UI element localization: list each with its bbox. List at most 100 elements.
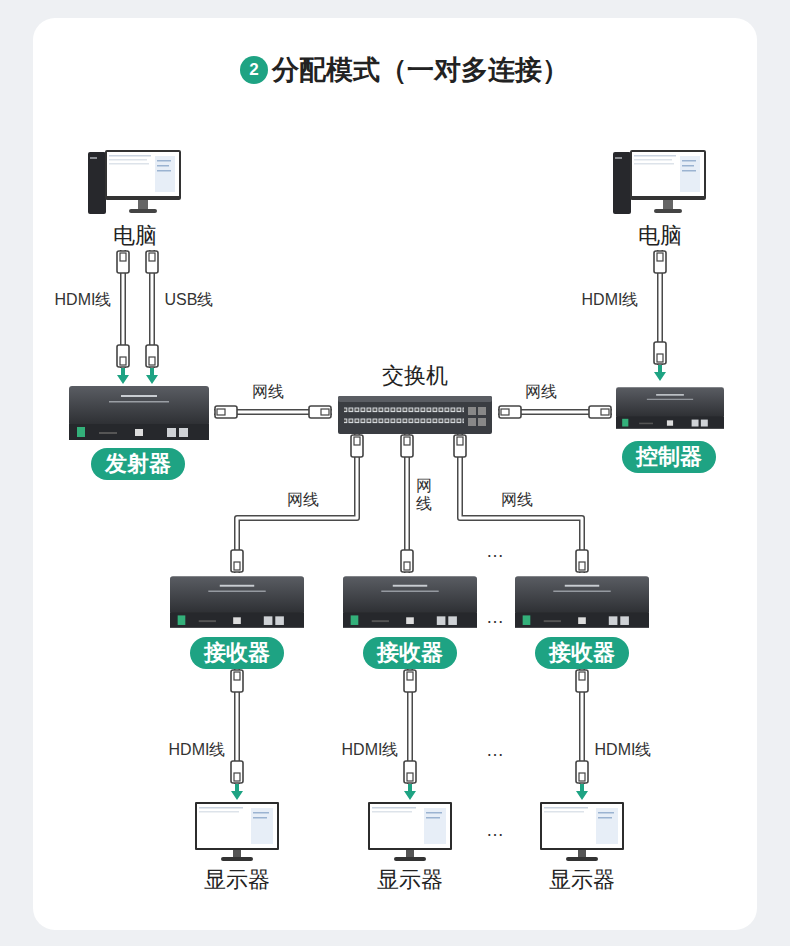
cable-label: 网线 [523, 382, 559, 402]
caption-wrap: 显示器 [184, 866, 290, 894]
arrow-head [231, 784, 243, 800]
cable-label: HDMI线 [53, 290, 114, 310]
controller-picture [616, 387, 724, 429]
cable-connector [404, 669, 416, 800]
cable-label: HDMI线 [167, 740, 228, 760]
plug-detail [120, 253, 126, 261]
plug-detail [321, 409, 329, 415]
device-caption: 电脑 [607, 222, 713, 250]
monitor-picture [368, 802, 452, 861]
cable-outline [460, 434, 582, 573]
plug-detail [407, 773, 413, 781]
cable-connector [146, 250, 158, 384]
caption-wrap: 接收器 [512, 631, 652, 669]
ellipsis-mark: … [485, 819, 505, 841]
monitor-picture [540, 802, 624, 861]
cable-plug [404, 670, 416, 692]
plug-detail [234, 672, 240, 680]
plug-detail [501, 409, 509, 415]
cable-connector [654, 250, 666, 381]
device-node: 显示器 [357, 800, 463, 894]
cable-label: USB线 [163, 290, 216, 310]
cable-connector [454, 434, 588, 573]
picture-slot [332, 390, 498, 434]
plug-detail [404, 437, 410, 445]
device-node: 电脑 [607, 148, 713, 250]
step-number: 2 [240, 56, 268, 84]
cable-outline [237, 434, 357, 573]
plug-detail [457, 437, 463, 445]
arrow-head [654, 365, 666, 381]
caption-wrap: 显示器 [357, 866, 463, 894]
caption-wrap: 电脑 [82, 222, 188, 250]
plug-detail [579, 562, 585, 570]
cable-plug [231, 550, 243, 572]
receiver-picture [170, 576, 304, 628]
cable-plug [654, 342, 666, 364]
plug-detail [601, 409, 609, 415]
plug-detail [149, 357, 155, 365]
device-caption: 显示器 [184, 866, 290, 894]
cable-connector [231, 434, 363, 573]
monitor-picture [195, 802, 279, 861]
plug-detail [234, 562, 240, 570]
caption-wrap: 电脑 [607, 222, 713, 250]
card [33, 18, 757, 930]
device-tag: 发射器 [91, 448, 185, 480]
cable-plug [146, 345, 158, 367]
plug-detail [407, 672, 413, 680]
cable-label: HDMI线 [340, 740, 401, 760]
device-caption: 显示器 [529, 866, 635, 894]
receiver-picture [515, 576, 649, 628]
picture-slot [62, 384, 214, 442]
switch-picture [338, 396, 492, 434]
cable-connector [498, 406, 612, 418]
cable-plug [309, 406, 331, 418]
device-node: 交换机 [332, 362, 498, 434]
plug-detail [120, 357, 126, 365]
cable-plug [654, 251, 666, 273]
cable-plug [589, 406, 611, 418]
cable-connector [576, 669, 588, 800]
device-tag: 接收器 [363, 637, 457, 669]
cable-plug [351, 435, 363, 457]
cable-label: 网线 [285, 490, 321, 510]
ellipsis-mark: … [485, 540, 505, 562]
cable-connector [117, 250, 129, 384]
device-node: 电脑 [82, 148, 188, 250]
cable-plug [499, 406, 521, 418]
device-caption: 电脑 [82, 222, 188, 250]
cable-plug [117, 345, 129, 367]
picture-slot [607, 148, 713, 222]
device-tag: 接收器 [190, 637, 284, 669]
cable-plug [576, 761, 588, 783]
page-title: 分配模式（一对多连接） [272, 51, 569, 89]
picture-slot [512, 573, 652, 631]
device-node: 接收器 [340, 573, 480, 669]
device-caption: 交换机 [332, 362, 498, 390]
device-node: 接收器 [167, 573, 307, 669]
caption-wrap: 控制器 [612, 435, 726, 473]
device-caption: 显示器 [357, 866, 463, 894]
device-node: 显示器 [529, 800, 635, 894]
plug-detail [657, 354, 663, 362]
ellipsis-mark: … [485, 739, 505, 761]
cable-plug [215, 406, 237, 418]
device-node: 发射器 [62, 384, 214, 480]
cable-label: HDMI线 [593, 740, 654, 760]
ellipsis-mark: … [485, 606, 505, 628]
cable-label: 网线 [499, 490, 535, 510]
cable-plug [117, 251, 129, 273]
device-node: 控制器 [612, 381, 726, 473]
cable-connector [401, 434, 413, 573]
plug-detail [657, 253, 663, 261]
picture-slot [184, 800, 290, 866]
picture-slot [167, 573, 307, 631]
picture-slot [82, 148, 188, 222]
device-node: 接收器 [512, 573, 652, 669]
cable-core [237, 434, 357, 573]
device-node: 显示器 [184, 800, 290, 894]
cable-label: HDMI线 [580, 290, 641, 310]
